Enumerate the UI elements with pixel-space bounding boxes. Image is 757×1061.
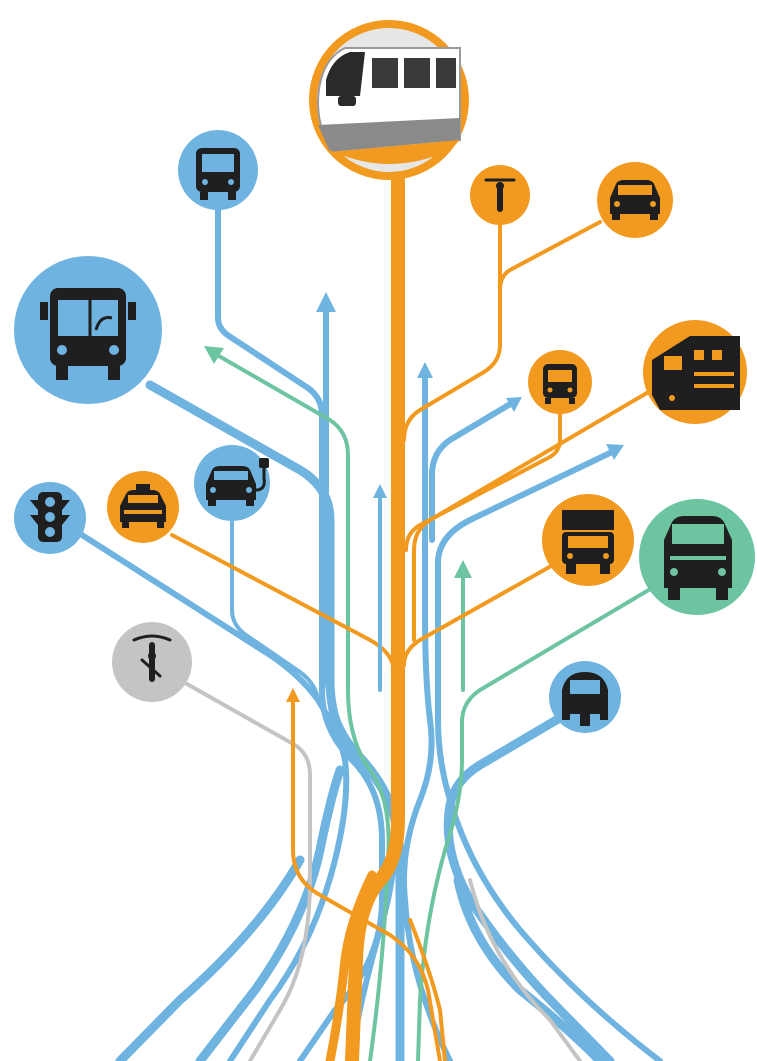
blue-route-arrow-right-1 <box>401 372 453 1061</box>
blue-route-arrow-right-2 <box>429 400 515 543</box>
orange-route-taxi <box>170 533 396 672</box>
auto-rickshaw-node <box>549 661 621 733</box>
arrow-head-green-left <box>204 346 224 364</box>
green-route-arrow-left <box>210 350 391 1061</box>
city-bus-node <box>14 256 162 404</box>
blue-route-auto-rickshaw <box>443 707 615 1061</box>
train-node <box>309 20 469 180</box>
taxi-node <box>107 471 179 543</box>
green-route-van <box>416 586 654 1061</box>
blue-route-arrow-right-3 <box>435 449 663 1061</box>
traffic-light-node <box>14 482 86 554</box>
van-icon <box>664 516 732 600</box>
van-node <box>639 499 755 615</box>
car-node-top-right <box>597 162 673 238</box>
locomotive-icon <box>652 336 740 410</box>
orange-route-left-root <box>325 870 377 1061</box>
auto-rickshaw-icon <box>562 672 608 726</box>
city-bus-icon <box>40 288 136 380</box>
arrow-head-blue-right-1 <box>417 362 433 378</box>
arrow-head-blue-right-2 <box>506 397 522 412</box>
orange-route-right-root <box>408 918 447 1061</box>
arrow-head-blue-center <box>316 292 336 312</box>
blue-route-extra-left <box>195 765 345 1061</box>
truck-node <box>542 494 634 586</box>
metro-train-icon <box>316 47 461 164</box>
electric-car-node <box>194 445 270 521</box>
electric-car-icon <box>206 458 269 506</box>
locomotive-node <box>643 320 747 424</box>
bicycle-icon <box>132 634 172 682</box>
arrow-head-orange-left <box>286 688 300 702</box>
orange-route-bicycle-front <box>402 220 502 442</box>
bus-front-icon <box>196 148 240 200</box>
orange-trunk <box>345 173 405 1061</box>
blue-route-extra-right <box>453 875 605 1061</box>
blue-route-traffic-light <box>79 532 350 1061</box>
bicycle-icon <box>484 178 516 212</box>
arrow-head-blue-center-small <box>373 484 387 498</box>
bicycle-front-node <box>470 165 530 225</box>
arrow-head-green-right <box>454 560 472 578</box>
orange-route-locomotive <box>412 388 654 642</box>
bus-front-node <box>178 130 258 210</box>
orange-route-car <box>498 220 602 292</box>
nodes <box>14 20 755 733</box>
orange-route-truck <box>402 563 555 667</box>
taxi-icon <box>120 484 166 528</box>
orange-route-arrow-left <box>291 698 442 1061</box>
truck-icon <box>562 510 614 574</box>
traffic-light-icon <box>30 492 70 542</box>
route-lines <box>79 173 663 1061</box>
bicycle-side-node <box>112 622 192 702</box>
bus-icon <box>543 364 577 404</box>
grey-route-right <box>468 878 582 1061</box>
arrow-head-blue-right-3 <box>606 444 624 460</box>
small-bus-node <box>528 350 592 414</box>
car-icon <box>610 180 660 220</box>
arrow-heads <box>204 292 624 702</box>
blue-route-electric-car <box>230 488 320 702</box>
blue-route-extra-left-2 <box>115 855 305 1061</box>
